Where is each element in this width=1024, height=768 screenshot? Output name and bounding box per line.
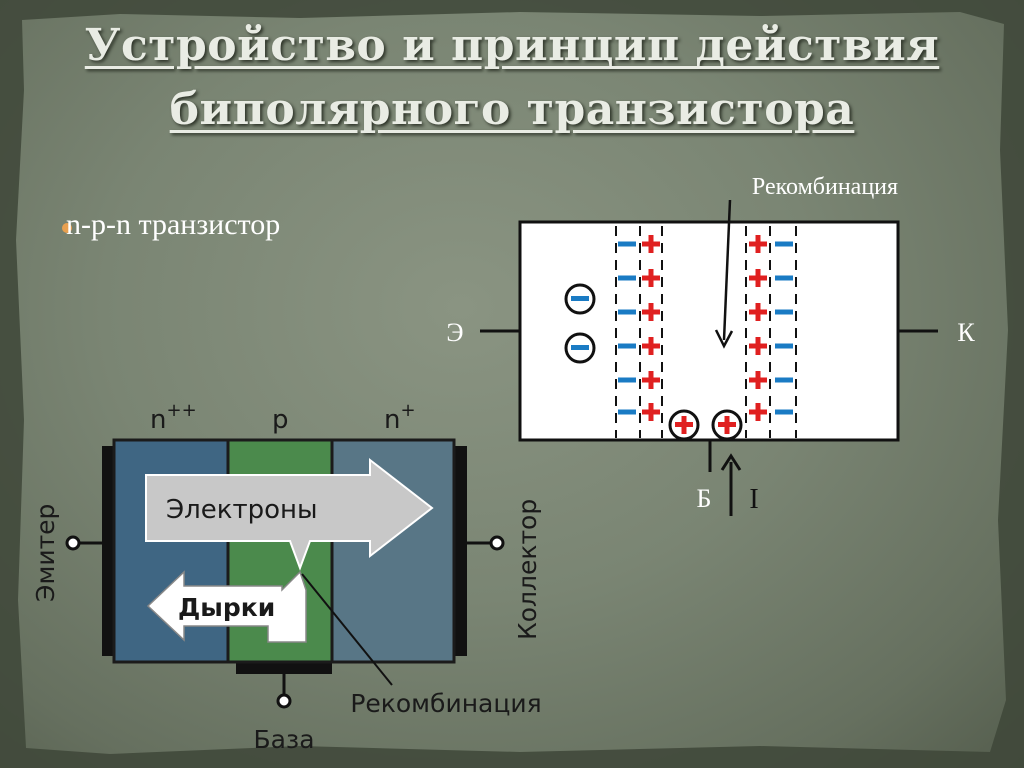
- holes-label: Дырки: [178, 593, 275, 622]
- emitter-junction-plus-0: [642, 235, 660, 253]
- emitter-junction-minus-0: [618, 241, 636, 247]
- emitter-contact-plate: [102, 446, 114, 656]
- collector-label-left: Коллектор: [513, 499, 542, 640]
- collector-junction-minus-1: [775, 275, 793, 281]
- collector-junction-minus-5: [775, 409, 793, 415]
- collector-junction-plus-0: [749, 235, 767, 253]
- base-terminal: [276, 693, 292, 709]
- junction-dashed-lines: [615, 226, 797, 438]
- emitter-junction-plus-5: [642, 403, 660, 421]
- recombination-label-left: Рекомбинация: [350, 689, 541, 718]
- recombination-pointer: [301, 573, 393, 686]
- emitter-junction-minus-5: [618, 409, 636, 415]
- hole-2: [711, 409, 743, 441]
- slide-title-line2: биполярного транзистора: [169, 84, 855, 135]
- emitter-label-left: Эмитер: [31, 504, 60, 602]
- base-label-right: Б: [697, 484, 712, 513]
- bullet-npn-transistor: n-p-n транзистор: [66, 208, 281, 241]
- collector-label-right: К: [957, 318, 975, 347]
- collector-junction-minus-4: [775, 377, 793, 383]
- collector-junction-plus-5: [749, 403, 767, 421]
- emitter-junction-minus-2: [618, 309, 636, 315]
- region-label-p: p: [272, 405, 289, 435]
- emitter-junction-plus-4: [642, 371, 660, 389]
- emitter-junction-minus-4: [618, 377, 636, 383]
- collector-junction-minus-2: [775, 309, 793, 315]
- emitter-label-right: Э: [446, 318, 463, 347]
- base-label-left: База: [253, 725, 314, 754]
- region-label-n-emitter: n++: [150, 400, 197, 435]
- electrons-label: Электроны: [166, 495, 318, 525]
- collector-junction-plus-1: [749, 269, 767, 287]
- collector-junction-minus-3: [775, 343, 793, 349]
- free-electron-1: [564, 283, 596, 315]
- emitter-junction-plus-3: [642, 337, 660, 355]
- emitter-junction-plus-1: [642, 269, 660, 287]
- collector-junction-plus-3: [749, 337, 767, 355]
- collector-junction-plus-4: [749, 371, 767, 389]
- emitter-junction-minus-3: [618, 343, 636, 349]
- recombination-arrow: [722, 199, 732, 341]
- region-label-n-emitter-sup: ++: [166, 400, 196, 421]
- region-label-n-collector: n+: [384, 400, 416, 435]
- hole-1: [668, 409, 700, 441]
- region-label-n-collector-sup: +: [400, 400, 415, 421]
- free-electron-2: [564, 332, 596, 364]
- collector-contact-plate: [455, 446, 467, 656]
- collector-terminal: [489, 535, 505, 551]
- collector-junction-plus-2: [749, 303, 767, 321]
- collector-junction-minus-0: [775, 241, 793, 247]
- slide-title-line1: Устройство и принцип действия: [84, 20, 940, 71]
- holes-arrow: [146, 570, 307, 643]
- base-contact-plate: [236, 662, 332, 674]
- region-collector-n: [330, 438, 456, 664]
- recombination-arrow-head: [714, 329, 734, 349]
- emitter-junction-minus-1: [618, 275, 636, 281]
- recombination-label-right: Рекомбинация: [752, 174, 898, 200]
- electrons-arrow: [145, 457, 434, 571]
- emitter-junction-plus-2: [642, 303, 660, 321]
- transistor-body: [518, 220, 900, 442]
- current-label: I: [749, 484, 758, 515]
- emitter-terminal: [65, 535, 81, 551]
- depletion-charges: [618, 235, 793, 421]
- bullet-dot-icon: [62, 223, 72, 233]
- current-arrow-head: [720, 453, 742, 471]
